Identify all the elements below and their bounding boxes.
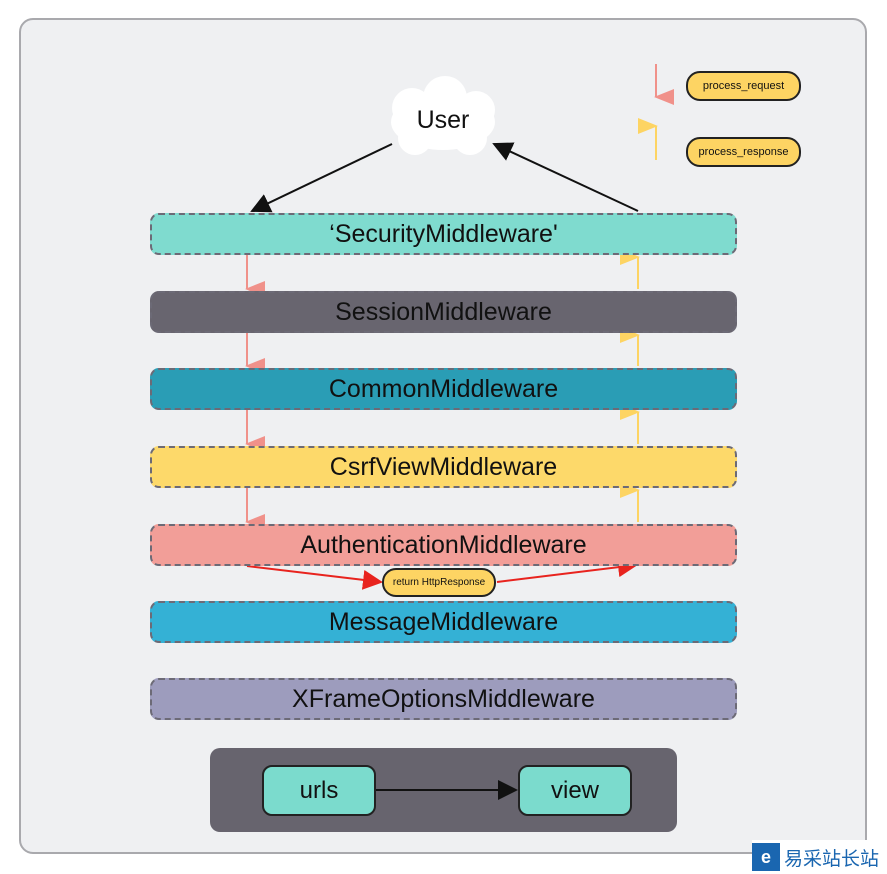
urls-node: urls [262,765,376,816]
shortcut-arrow-in [246,565,383,590]
authentication-middleware: AuthenticationMiddleware [150,524,737,566]
xframe-options-middleware: XFrameOptionsMiddleware [150,678,737,720]
request-arrow [250,143,393,213]
return-httpresponse: return HttpResponse [382,568,496,597]
response-arrow [492,142,639,212]
security-middleware: ‘SecurityMiddleware' [150,213,737,255]
shortcut-arrow-out [496,557,638,583]
legend-response: process_response [686,137,801,167]
csrf-view-middleware: CsrfViewMiddleware [150,446,737,488]
legend-request: process_request [686,71,801,101]
message-middleware: MessageMiddleware [150,601,737,643]
watermark-text: 易采站长站 [784,848,880,870]
user-label: User [416,106,470,134]
session-middleware: SessionMiddleware [150,291,737,333]
watermark-icon: e [752,843,780,871]
user-cloud [391,76,495,155]
view-node: view [518,765,632,816]
common-middleware: CommonMiddleware [150,368,737,410]
watermark-logo: e 易采站长站 [752,840,887,874]
